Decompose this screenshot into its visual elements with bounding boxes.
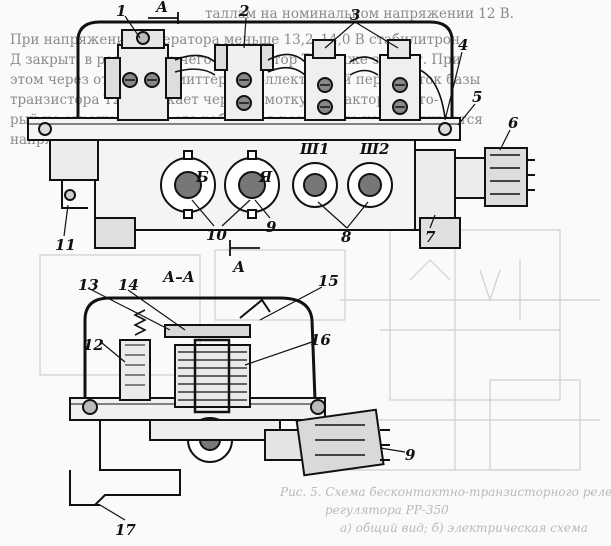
- label-terminal-sh2: Ш2: [359, 140, 389, 158]
- terminal-sockets: [160, 150, 393, 219]
- label-3: 3: [350, 6, 360, 24]
- section-title-a-a: А–А: [162, 268, 195, 286]
- label-8: 8: [341, 228, 352, 246]
- label-7: 7: [425, 228, 436, 246]
- label-9: 9: [266, 218, 277, 236]
- caption-line-3: а) общий вид; б) электрическая схема: [340, 521, 588, 535]
- label-4: 4: [458, 36, 468, 54]
- label-terminal-ya: Я: [258, 168, 273, 186]
- relay-3a: [304, 39, 346, 121]
- bracket-11: [61, 180, 88, 209]
- bg-line-1: таллам на номинальном напряжении 12 В.: [205, 6, 514, 22]
- label-terminal-b: Б: [195, 168, 209, 186]
- cover-outline: [76, 20, 454, 130]
- label-17: 17: [115, 521, 136, 539]
- label-section-a-top: А: [155, 0, 168, 16]
- label-5: 5: [472, 88, 482, 106]
- label-2: 2: [238, 2, 249, 20]
- label-1: 1: [116, 2, 126, 20]
- relay-2: [214, 44, 274, 121]
- top-view: [27, 12, 535, 256]
- callout-labels: 1 2 3 4 5 6 7 8 9 10 11 12 13 14 15 16 1…: [55, 0, 519, 539]
- relay-1: [104, 29, 182, 121]
- caption-line-1: Рис. 5. Схема бесконтактно-транзисторног…: [279, 485, 611, 499]
- label-11: 11: [55, 236, 76, 254]
- label-16: 16: [310, 331, 331, 349]
- label-10: 10: [206, 226, 227, 244]
- label-6: 6: [508, 114, 519, 132]
- label-15: 15: [318, 272, 339, 290]
- label-section-a-bottom: А: [232, 258, 245, 276]
- label-9-section: 9: [405, 446, 416, 464]
- leader-lines: [63, 15, 511, 521]
- caption-line-2: регулятора РР-350: [325, 503, 449, 517]
- armature-spring: [133, 309, 147, 336]
- section-cover: [83, 296, 317, 401]
- label-terminal-sh1: Ш1: [299, 140, 329, 158]
- plug-connector-9: [264, 408, 390, 477]
- plug-connector-6: [454, 147, 535, 207]
- section-a-a: [69, 296, 390, 506]
- relay-3b: [379, 39, 421, 121]
- figure-caption: Рис. 5. Схема бесконтактно-транзисторног…: [279, 485, 611, 535]
- label-12: 12: [83, 336, 104, 354]
- label-14: 14: [118, 276, 139, 294]
- label-13: 13: [78, 276, 99, 294]
- base-plate: [27, 117, 461, 141]
